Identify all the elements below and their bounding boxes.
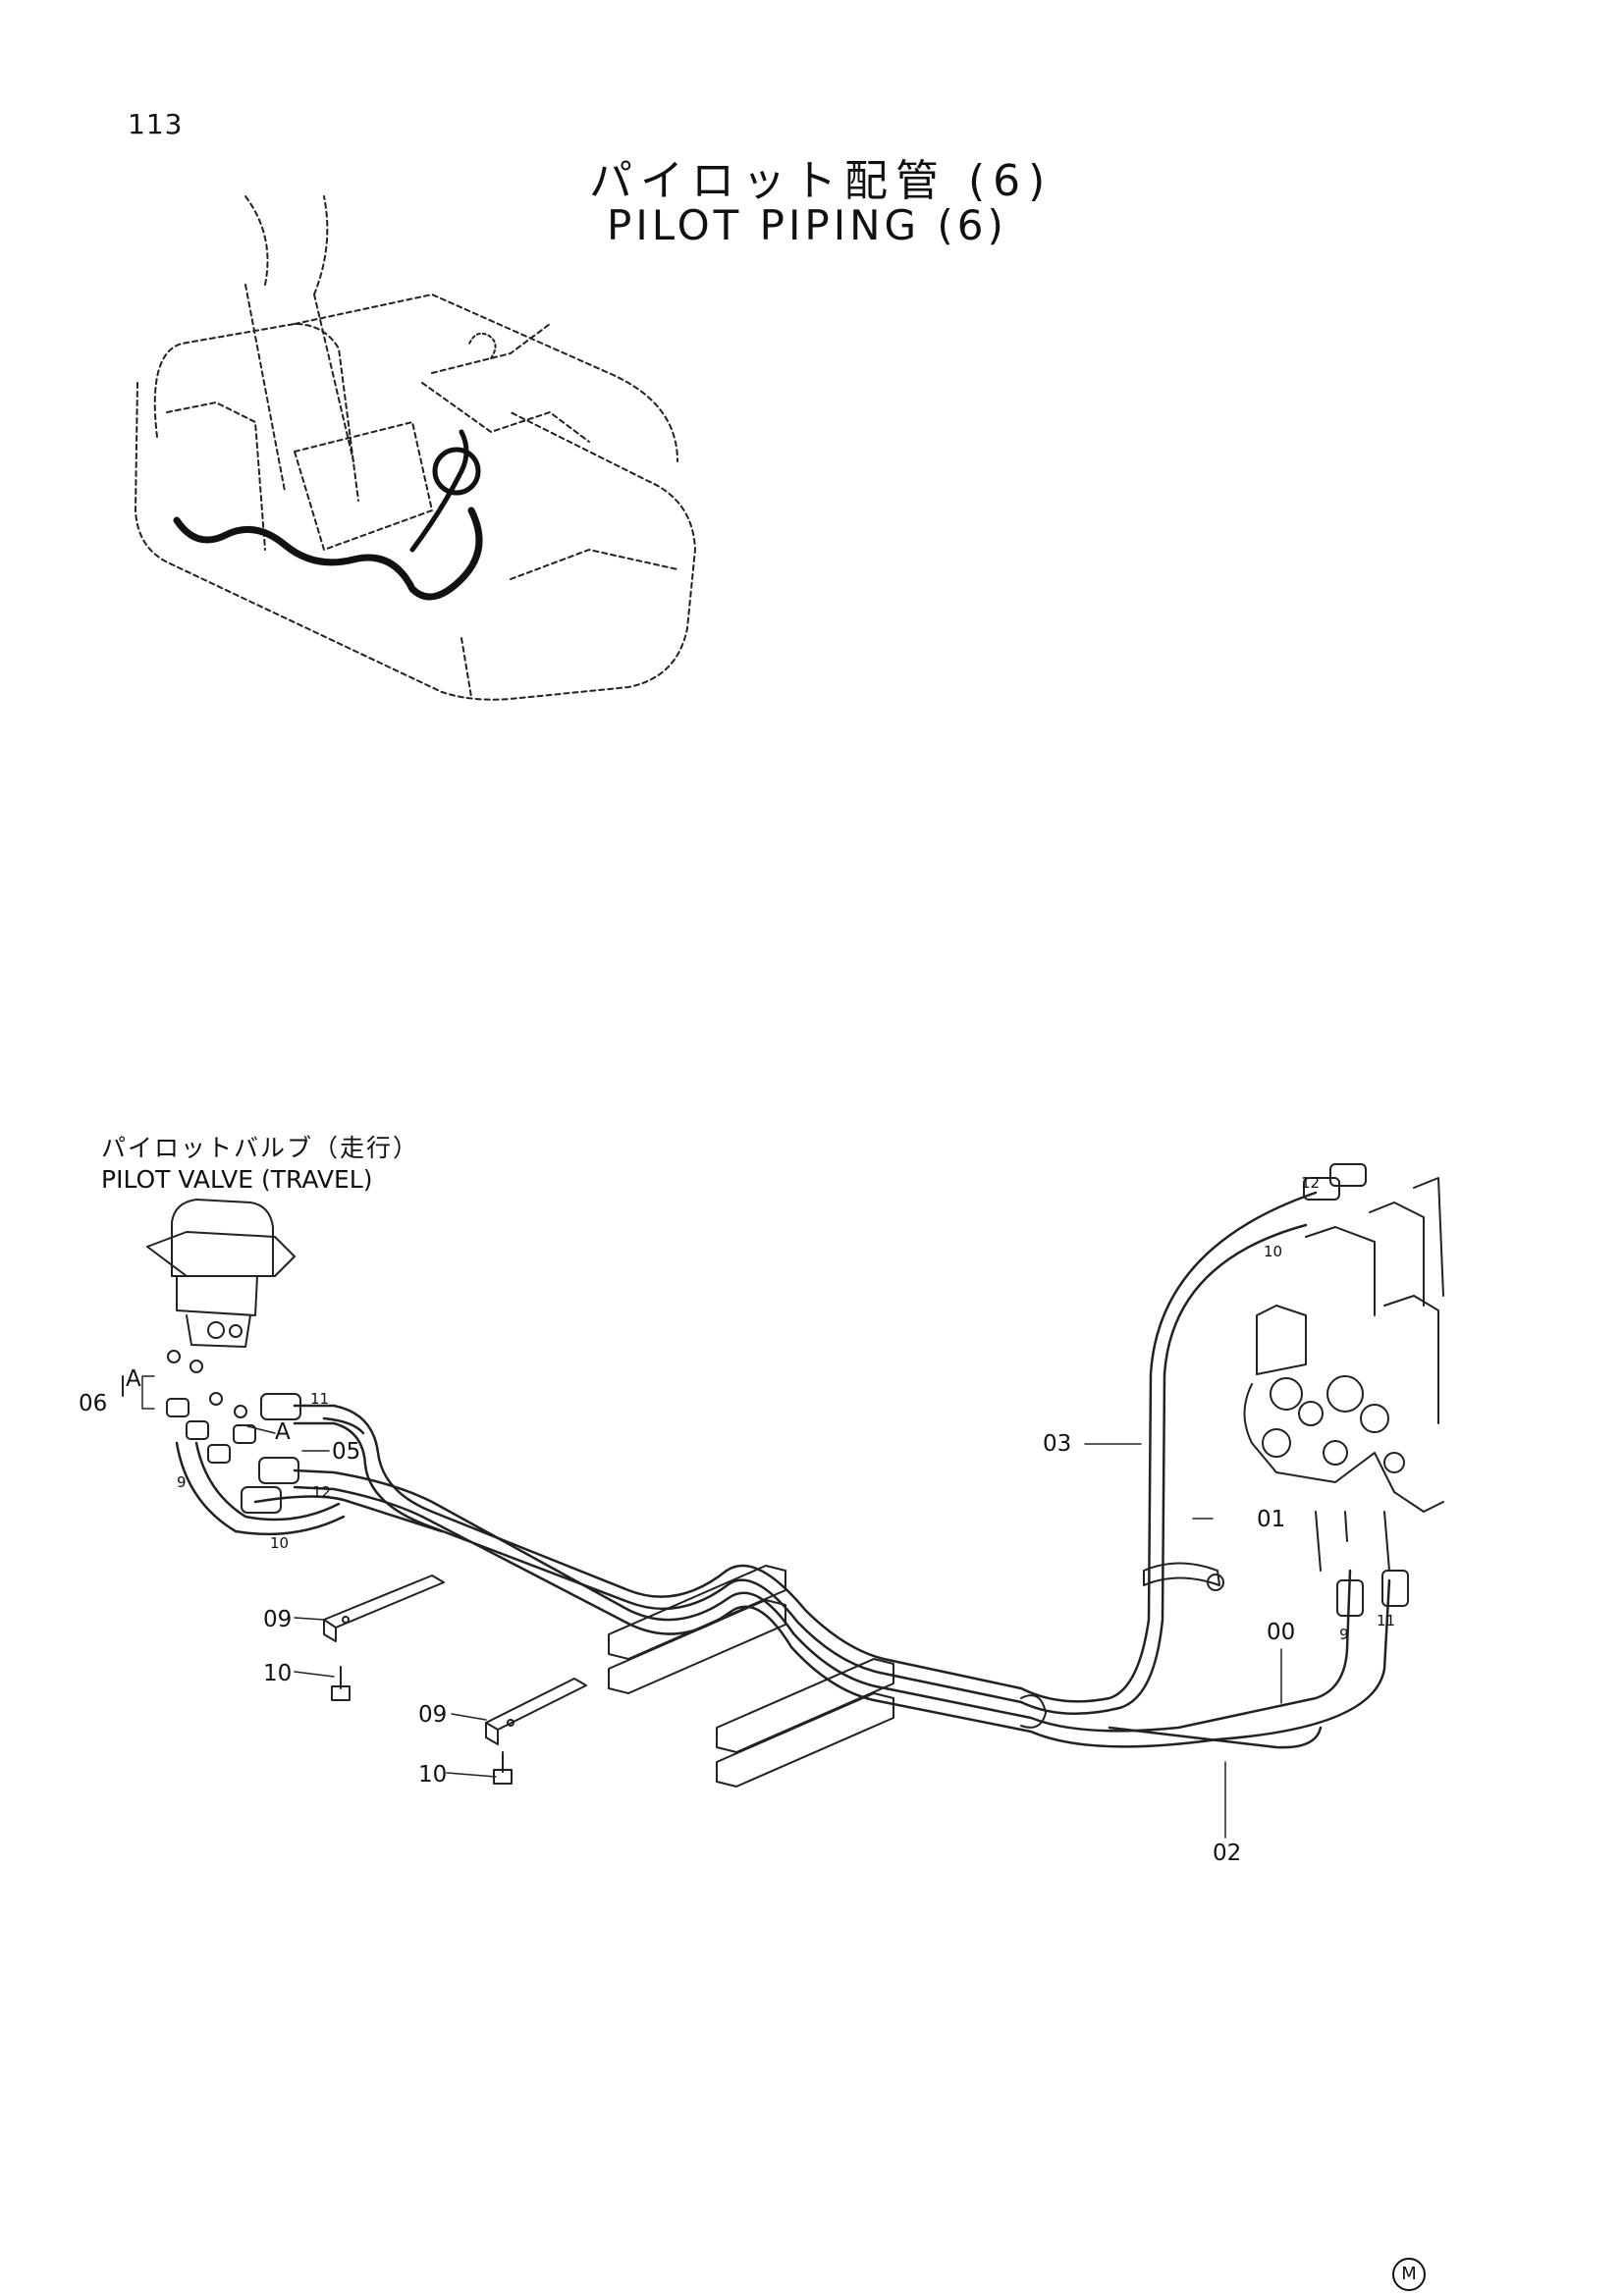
hose-support-brackets [608, 1562, 1224, 1788]
callout-12-left: 12 [312, 1483, 331, 1501]
callout-06: 06 [79, 1391, 107, 1416]
callout-10-bottom: 10 [418, 1762, 447, 1788]
callout-09-top: 09 [263, 1607, 292, 1632]
callout-10-left: 10 [270, 1534, 289, 1552]
callout-9-left: 9 [177, 1473, 187, 1491]
callout-labels: 06 A A 05 03 01 00 02 09 10 09 10 9 10 1… [79, 1174, 1395, 1866]
callout-10-right: 10 [1264, 1243, 1282, 1260]
callout-11-right: 11 [1377, 1612, 1395, 1629]
callout-9-right: 9 [1339, 1626, 1349, 1643]
callout-11-left: 11 [310, 1390, 329, 1408]
control-valve [1243, 1163, 1444, 1617]
page-title: PILOT PIPING (6) [607, 201, 1007, 249]
callout-A-right: A [275, 1419, 291, 1445]
page-number: 113 [128, 108, 184, 140]
callout-09-bottom: 09 [418, 1702, 447, 1728]
callout-leaders [141, 1375, 1282, 1839]
pilot-valve-label: PILOT VALVE (TRAVEL) [101, 1165, 373, 1194]
page-title-japanese: パイロット配管 (6) [589, 156, 1054, 206]
callout-01: 01 [1257, 1507, 1285, 1532]
plate-and-bolt-parts [323, 1575, 587, 1785]
callout-A-left: A [126, 1366, 141, 1392]
callout-02: 02 [1213, 1841, 1241, 1866]
callout-05: 05 [332, 1439, 360, 1465]
pilot-valve-fittings [122, 1350, 301, 1514]
pilot-hose-bundle [175, 1191, 1391, 1749]
callout-00: 00 [1267, 1620, 1295, 1645]
pilot-valve-label-japanese: パイロットバルブ（走行） [101, 1134, 420, 1162]
excavator-overview-illustration [135, 195, 696, 701]
callout-03: 03 [1043, 1431, 1071, 1457]
callout-10-top: 10 [263, 1661, 292, 1686]
circled-m-mark: M [1392, 2258, 1426, 2291]
callout-12-right: 12 [1301, 1174, 1320, 1192]
pilot-valve-travel [146, 1199, 296, 1348]
